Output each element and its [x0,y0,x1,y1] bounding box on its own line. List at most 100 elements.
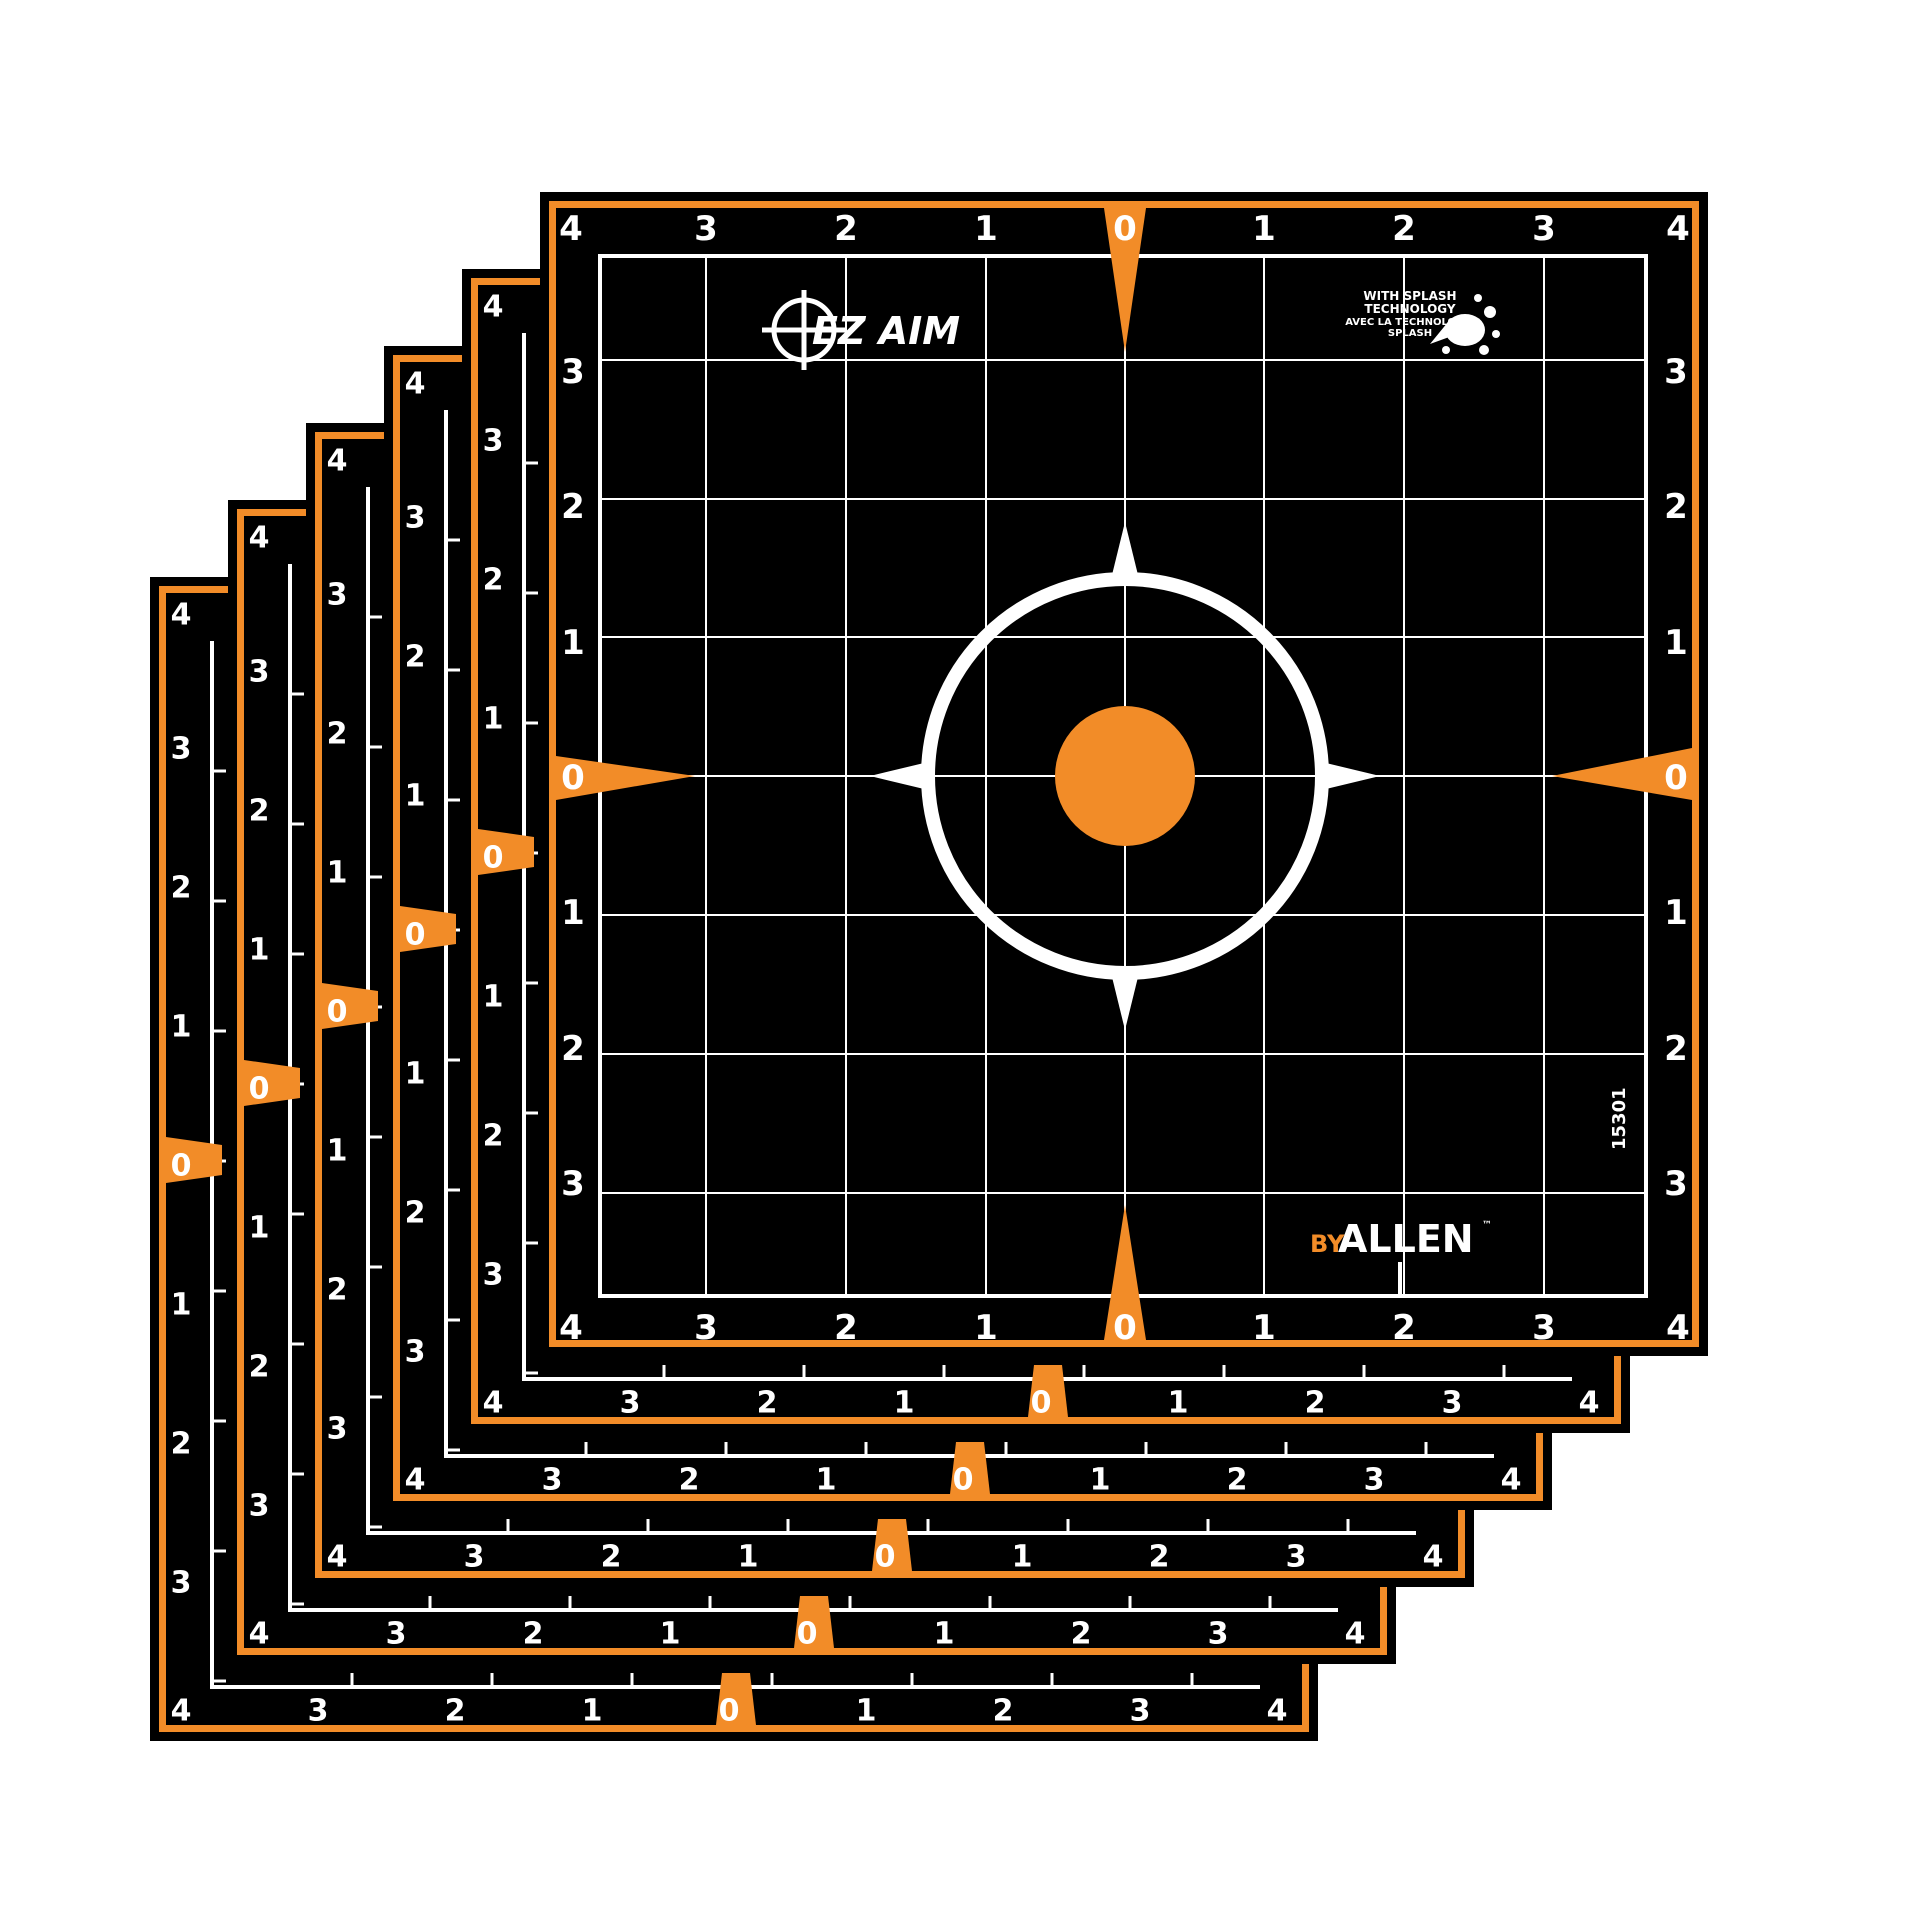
top-scale-label: 1 [974,209,998,249]
back-sheet-left-label: 2 [249,1350,270,1385]
left-scale-label: 2 [561,1029,585,1069]
triangle-pointer-icon [166,1137,222,1183]
back-sheet-bottom-label: 2 [523,1617,544,1652]
back-sheet-bottom-label: 1 [582,1694,603,1729]
back-sheet-left-label: 1 [327,856,348,891]
back-sheet-bottom-label: 4 [1423,1540,1444,1575]
left-scale-label: 0 [561,758,585,798]
bottom-scale-label: 3 [694,1308,718,1348]
back-sheet-bottom-label: 0 [953,1463,974,1498]
front-target-sheet: EZ AIM WITH SPLASH TECHNOLOGY AVEC LA TE… [540,192,1708,1356]
back-sheet-corner-label: 4 [327,444,348,479]
back-sheet-bottom-label: 2 [757,1386,778,1421]
back-sheet-bottom-label: 4 [327,1540,348,1575]
back-sheet-left-label: 2 [171,1427,192,1462]
back-sheet-left-label: 3 [327,578,348,613]
back-sheet-bottom-label: 1 [1012,1540,1033,1575]
back-sheet-bottom-label: 3 [1286,1540,1307,1575]
back-sheet-bottom-label: 0 [1031,1386,1052,1421]
back-sheet-left-label: 3 [483,424,504,459]
ez-aim-logo: EZ AIM [762,290,960,370]
top-scale-label: 0 [1113,209,1137,249]
back-sheet-bottom-label: 3 [1364,1463,1385,1498]
back-sheet-bottom-label: 4 [171,1694,192,1729]
back-sheet-left-label: 3 [171,732,192,767]
triangle-pointer-icon [794,1596,834,1648]
back-sheet-left-label: 2 [171,871,192,906]
back-sheet-bottom-label: 1 [816,1463,837,1498]
back-sheet-bottom-label: 1 [894,1386,915,1421]
right-scale-label: 3 [1664,1164,1688,1204]
back-sheet-left-label: 1 [483,702,504,737]
triangle-pointer-icon [400,906,456,952]
back-sheet-left-label: 1 [327,1134,348,1169]
bottom-pointer-marker [1104,1205,1146,1340]
back-sheet-left-label: 2 [327,1273,348,1308]
triangle-pointer-icon [322,983,378,1029]
back-sheet-bottom-label: 4 [405,1463,426,1498]
back-sheet-left-label: 0 [249,1072,270,1107]
left-scale-label: 2 [561,487,585,527]
bottom-scale-label: 2 [834,1308,858,1348]
right-scale-label: 1 [1664,623,1688,663]
left-scale-label: 1 [561,623,585,663]
back-sheet-left-label: 3 [249,1489,270,1524]
back-sheet-left-label: 1 [405,779,426,814]
back-sheet-left-label: 1 [171,1010,192,1045]
allen-by-prefix: BY [1310,1230,1345,1258]
left-scale-label: 1 [561,893,585,933]
left-scale-label: 3 [561,1164,585,1204]
splash-technology-badge: WITH SPLASH TECHNOLOGY AVEC LA TECHNOLOG… [1345,289,1500,355]
right-scale-label: 1 [1664,893,1688,933]
back-sheet-left-label: 1 [249,933,270,968]
top-scale-label: 4 [559,209,583,249]
back-sheet-left-label: 3 [171,1566,192,1601]
back-sheet-left-label: 0 [171,1149,192,1184]
triangle-pointer-icon [950,1442,990,1494]
back-sheet-bottom-label: 2 [601,1540,622,1575]
back-sheet-bottom-label: 1 [738,1540,759,1575]
back-sheet-left-label: 2 [483,1119,504,1154]
back-sheet-bottom-label: 2 [679,1463,700,1498]
target-grid [600,256,1646,1296]
bottom-scale-label: 0 [1113,1308,1137,1348]
back-sheet-bottom-label: 4 [483,1386,504,1421]
left-scale-label: 3 [561,352,585,392]
back-sheet-left-label: 0 [483,841,504,876]
back-sheet-left-label: 1 [483,980,504,1015]
splash-text-line1: WITH SPLASH [1363,289,1456,303]
back-sheet-left-label: 2 [483,563,504,598]
splash-text-line4: SPLASH [1388,328,1432,339]
back-sheet-bottom-label: 1 [856,1694,877,1729]
splash-text-line3: AVEC LA TECHNOLOGIE [1345,317,1475,328]
ez-aim-wordmark: EZ AIM [812,309,960,353]
back-sheet-left-label: 0 [405,918,426,953]
top-scale-label: 1 [1252,209,1276,249]
back-sheet-bottom-label: 3 [1208,1617,1229,1652]
back-sheet-bottom-label: 2 [1227,1463,1248,1498]
bottom-scale-label: 4 [559,1308,583,1348]
back-sheet-left-label: 3 [405,501,426,536]
back-sheet-bottom-label: 4 [1267,1694,1288,1729]
back-sheet-left-label: 3 [249,655,270,690]
ring-spike-left [870,763,924,789]
top-scale-label: 3 [1532,209,1556,249]
sku-number: 15301 [1609,1087,1630,1150]
back-sheet-bottom-label: 2 [1149,1540,1170,1575]
top-scale-label: 2 [834,209,858,249]
back-sheet-bottom-label: 4 [1501,1463,1522,1498]
triangle-pointer-icon [478,829,534,875]
center-ring [921,572,1329,980]
crosshair-logo-icon [762,290,846,370]
right-pointer-marker [1552,748,1692,800]
back-sheet-left-label: 3 [483,1258,504,1293]
top-scale-label: 3 [694,209,718,249]
back-sheet-bottom-label: 0 [719,1694,740,1729]
bottom-scale-label: 2 [1392,1308,1416,1348]
allen-trademark: ™ [1482,1220,1492,1231]
back-sheet-bottom-label: 2 [445,1694,466,1729]
back-sheet-left-label: 2 [327,717,348,752]
back-sheet-bottom-label: 0 [797,1617,818,1652]
back-sheet-left-label: 1 [171,1288,192,1323]
